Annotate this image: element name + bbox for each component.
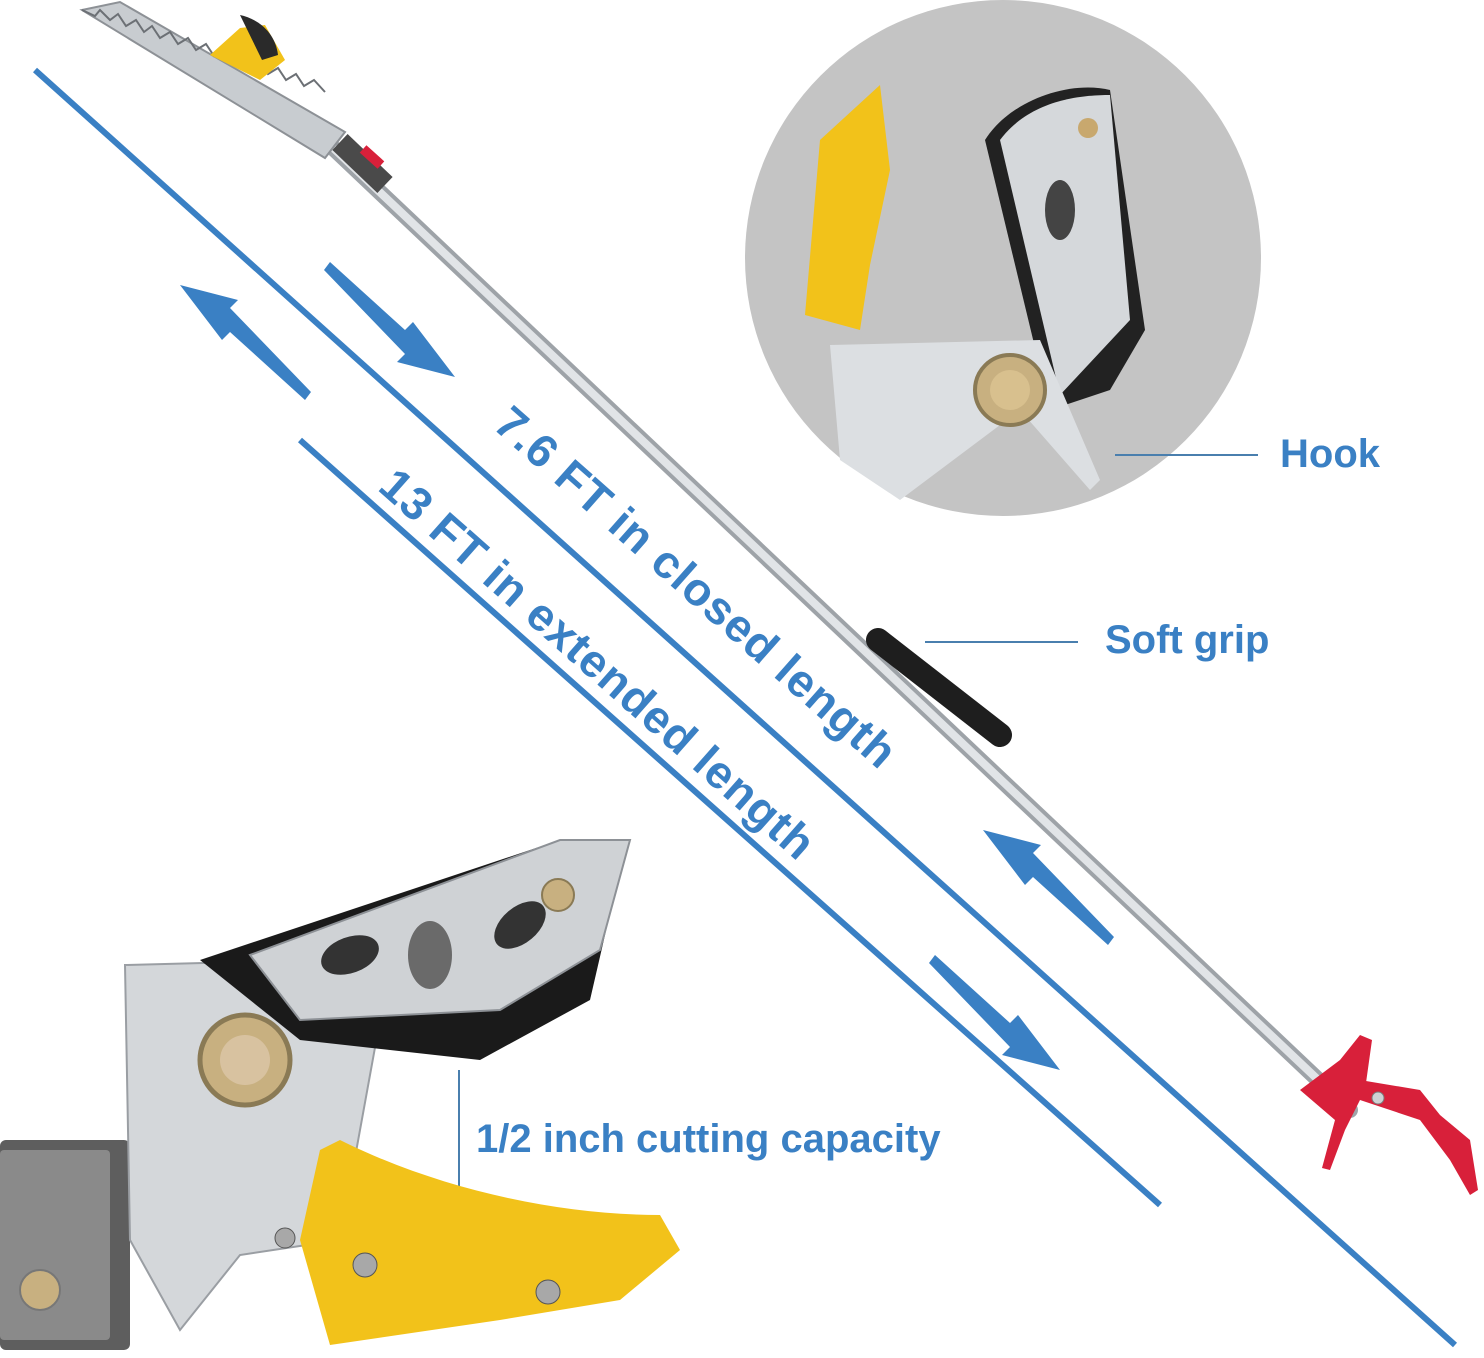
soft-grip (866, 628, 1012, 747)
pole (322, 134, 1358, 1118)
soft-grip-label: Soft grip (1105, 618, 1270, 662)
hook-label: Hook (1280, 432, 1380, 476)
cutting-head (0, 839, 680, 1350)
arrow-up-left-icon-2 (983, 830, 1114, 945)
extended-length-line (32, 67, 1458, 1348)
arrow-up-left-icon (180, 285, 311, 400)
arrow-down-right-icon-2 (929, 955, 1060, 1070)
cutting-capacity-label: 1/2 inch cutting capacity (476, 1117, 941, 1161)
hook-inset (745, 0, 1261, 516)
saw-blade (79, 0, 347, 160)
red-trigger (1300, 1035, 1478, 1195)
closed-length-line (298, 437, 1162, 1208)
arrow-down-right-icon (324, 262, 455, 377)
